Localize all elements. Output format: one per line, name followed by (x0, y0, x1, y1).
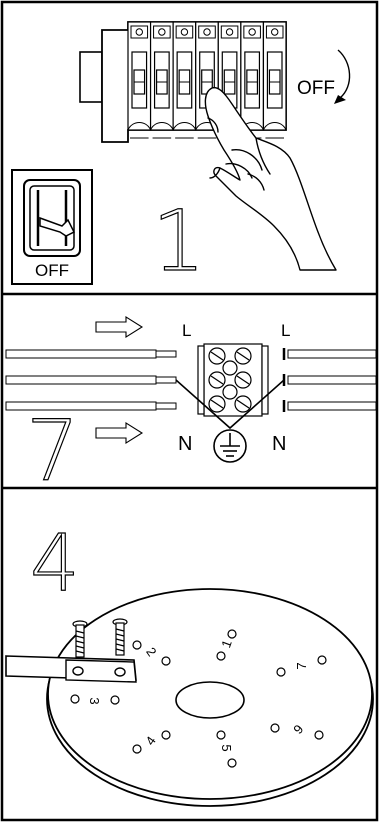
bracket-hole-left (73, 667, 83, 675)
mounting-hole (71, 695, 79, 703)
off-rotation-arrow (338, 50, 350, 98)
mounting-hole (315, 731, 323, 739)
hole-number-label: 3 (87, 697, 102, 704)
mounting-hole (133, 641, 141, 649)
center-hole (176, 682, 244, 718)
terminal-block (198, 344, 268, 416)
off-arrow-head (334, 95, 346, 104)
mounting-hole (133, 745, 141, 753)
breaker-module (128, 22, 151, 138)
switch-inner-plate (30, 186, 74, 250)
hole-number-label: 7 (294, 662, 309, 669)
breaker-mount-block (80, 52, 102, 102)
step-number-4: 4 (30, 519, 80, 609)
off-label-box: OFF (35, 261, 69, 280)
mounting-hole (271, 724, 279, 732)
mounting-hole (228, 630, 236, 638)
ground-icon (214, 430, 246, 462)
mounting-hole (111, 696, 119, 704)
breaker-module (263, 22, 286, 138)
breaker-module (151, 22, 174, 138)
mounting-hole (162, 731, 170, 739)
mounting-hole (318, 656, 326, 664)
step-number-7: 7 (26, 402, 79, 500)
mounting-hole (162, 657, 170, 665)
mounting-hole (217, 731, 225, 739)
breaker-modules (128, 22, 286, 138)
mark-right-n: N (272, 433, 286, 455)
step-number-1: 1 (152, 192, 205, 290)
arrow-right-bottom (96, 423, 142, 443)
arrow-right-top (96, 317, 142, 337)
mounting-hole (228, 759, 236, 767)
bracket-hole-right (115, 668, 125, 676)
off-label-right: OFF (297, 78, 335, 99)
breaker-module (173, 22, 196, 138)
mounting-hole (277, 668, 285, 676)
panel-2-wiring: L L N N 7 (6, 317, 376, 500)
panel-1-switch-off: OFF OFF 1 (12, 22, 350, 290)
mark-right-l: L (281, 321, 290, 340)
mark-left-l: L (182, 321, 191, 340)
mounting-hole (217, 652, 225, 660)
mark-left-n: N (178, 433, 192, 455)
off-switch-icon: OFF (12, 170, 92, 284)
hole-number-label: 5 (219, 744, 234, 751)
left-cables (6, 350, 176, 410)
right-cables (284, 348, 376, 412)
breaker-module (241, 22, 264, 138)
